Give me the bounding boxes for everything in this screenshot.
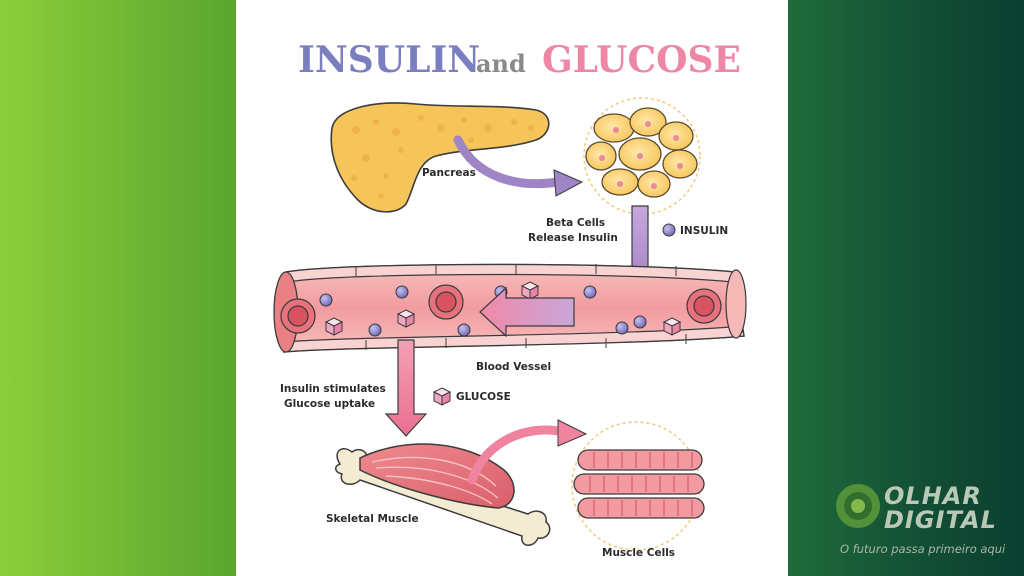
glucose-legend-label: GLUCOSE bbox=[456, 391, 511, 403]
title-glucose: GLUCOSE bbox=[542, 39, 741, 81]
brand-watermark: OLHAR DIGITAL O futuro passa primeiro aq… bbox=[832, 478, 1022, 568]
beta-cells-label-line2: Release Insulin bbox=[528, 232, 618, 244]
arrow-in-vessel bbox=[479, 286, 575, 338]
red-blood-cells bbox=[280, 284, 722, 334]
insulin-molecule-icon bbox=[662, 223, 676, 237]
title-insulin: INSULIN bbox=[298, 39, 480, 81]
pancreas-illustration bbox=[330, 102, 550, 213]
skeletal-muscle-label: Skeletal Muscle bbox=[326, 513, 419, 525]
insulin-glucose-diagram: INSULIN and GLUCOSE Pancreas bbox=[273, 39, 747, 559]
beta-cells-cluster bbox=[583, 97, 701, 215]
beta-cells-label-line1: Beta Cells bbox=[546, 217, 605, 229]
background-left bbox=[0, 0, 236, 576]
pancreas-label: Pancreas bbox=[422, 167, 476, 179]
arrow-muscle-head bbox=[557, 419, 588, 447]
insulin-legend-label: INSULIN bbox=[680, 225, 728, 237]
blood-vessel-label: Blood Vessel bbox=[476, 361, 551, 373]
stimulates-label-line1: Insulin stimulates bbox=[280, 383, 386, 395]
skeletal-muscle-illustration bbox=[335, 443, 551, 546]
muscle-cells-label: Muscle Cells bbox=[602, 547, 675, 559]
brand-name-line1: OLHAR bbox=[884, 482, 982, 510]
arrow-pancreas-to-beta bbox=[453, 135, 563, 189]
title-and: and bbox=[476, 49, 526, 78]
arrow-muscle-to-cells bbox=[467, 425, 569, 485]
brand-name-line2: DIGITAL bbox=[884, 506, 997, 534]
glucose-cubes-in-vessel bbox=[324, 281, 682, 336]
olhar-digital-logo bbox=[836, 484, 880, 528]
glucose-cube-icon bbox=[432, 387, 452, 406]
diagram-panel: INSULIN and GLUCOSE Pancreas bbox=[236, 0, 788, 576]
arrow-pancreas-head bbox=[553, 169, 584, 197]
muscle-cells-illustration bbox=[571, 421, 705, 551]
brand-tagline: O futuro passa primeiro aqui bbox=[840, 542, 1006, 556]
background-right bbox=[788, 0, 1024, 576]
arrow-vessel-to-muscle bbox=[384, 339, 428, 437]
stimulates-label-line2: Glucose uptake bbox=[284, 398, 375, 410]
